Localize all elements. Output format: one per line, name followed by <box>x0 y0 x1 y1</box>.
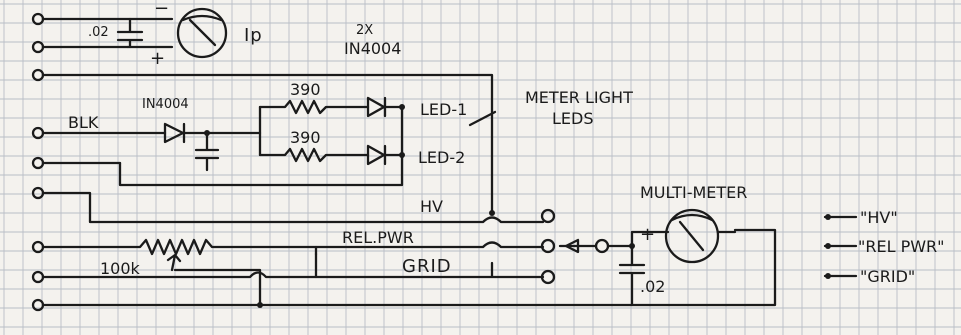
legend-dot-grid <box>825 273 831 279</box>
multimeter-symbol <box>664 208 720 264</box>
legend-grid: "GRID" <box>860 267 915 286</box>
wire-grid <box>314 261 545 279</box>
led-out-wires <box>383 105 404 157</box>
terminal-7 <box>31 240 45 254</box>
pot-value-label: 100k <box>100 259 141 278</box>
terminal-8 <box>31 270 45 284</box>
main-wiring <box>31 68 777 312</box>
resistor-2-label: 390 <box>290 128 321 147</box>
blk-label: BLK <box>68 113 99 132</box>
resistor-1 <box>258 99 370 115</box>
diode-pair-part: IN4004 <box>344 39 401 58</box>
wire-pot-wiper <box>173 268 262 307</box>
resistor-1-label: 390 <box>290 80 321 99</box>
mm-wire-plus <box>606 230 670 248</box>
ip-meter-scale <box>181 14 223 22</box>
ip-meter <box>176 7 228 59</box>
legend-dot-hv <box>825 214 831 220</box>
relpwr-label: REL.PWR <box>342 228 414 247</box>
terminal-2 <box>31 40 45 54</box>
wire-pot <box>41 238 318 256</box>
led-2-symbol <box>366 144 387 166</box>
wire-t3-box <box>41 73 494 215</box>
meter-light-pointer <box>468 110 497 127</box>
diode-pair-count: 2X <box>356 23 373 38</box>
ip-label: Ip <box>244 25 263 46</box>
mm-jack <box>594 238 610 254</box>
diode-single <box>163 122 186 144</box>
cap-top-value: .02 <box>88 25 109 40</box>
led-return <box>118 105 404 187</box>
wire-bottom <box>41 228 777 307</box>
terminal-relpwr-out <box>540 238 556 254</box>
cap-top <box>116 17 144 49</box>
wire-grid-a <box>41 252 318 279</box>
led-2-label: LED-2 <box>418 148 465 167</box>
led-1-label: LED-1 <box>420 100 467 119</box>
legend-dot-relpwr <box>825 243 831 249</box>
cap-bottom-value: .02 <box>640 277 665 296</box>
terminal-hv-out <box>540 208 556 224</box>
ip-meter-section: .02 Ip − + <box>31 0 263 69</box>
terminal-grid-out <box>540 269 556 285</box>
legend: "HV" "REL PWR" "GRID" <box>823 208 945 286</box>
terminal-9 <box>31 298 45 312</box>
wire-hv <box>41 191 545 224</box>
terminal-5 <box>31 156 45 170</box>
junction-hv <box>489 210 495 216</box>
ip-plus: + <box>150 48 166 69</box>
multimeter-needle <box>678 220 705 252</box>
legend-relpwr: "REL PWR" <box>858 237 945 256</box>
ip-minus: − <box>154 0 170 19</box>
meter-light-label: METER LIGHT <box>525 88 633 107</box>
legend-hv: "HV" <box>860 208 898 227</box>
led-1-symbol <box>366 96 387 118</box>
terminal-4 <box>31 126 45 140</box>
cap-bottom <box>618 244 646 307</box>
terminal-1 <box>31 12 45 26</box>
ip-meter-needle <box>188 18 217 47</box>
arrow-selector <box>564 238 580 254</box>
cap-filter <box>194 131 220 172</box>
pot-wiper <box>166 253 182 272</box>
hv-label: HV <box>420 197 443 216</box>
mm-minus: − <box>736 220 752 241</box>
mm-plus: + <box>640 224 656 245</box>
resistor-2 <box>258 147 370 163</box>
diode-single-label: IN4004 <box>142 97 189 112</box>
terminal-6 <box>31 186 45 200</box>
meter-light-label-2: LEDS <box>552 109 594 128</box>
wire-relpwr <box>314 241 545 249</box>
multimeter-scale <box>670 213 714 222</box>
grid-label: GRID <box>402 256 452 277</box>
terminal-3 <box>31 68 45 82</box>
multimeter-label: MULTI-METER <box>640 183 747 202</box>
